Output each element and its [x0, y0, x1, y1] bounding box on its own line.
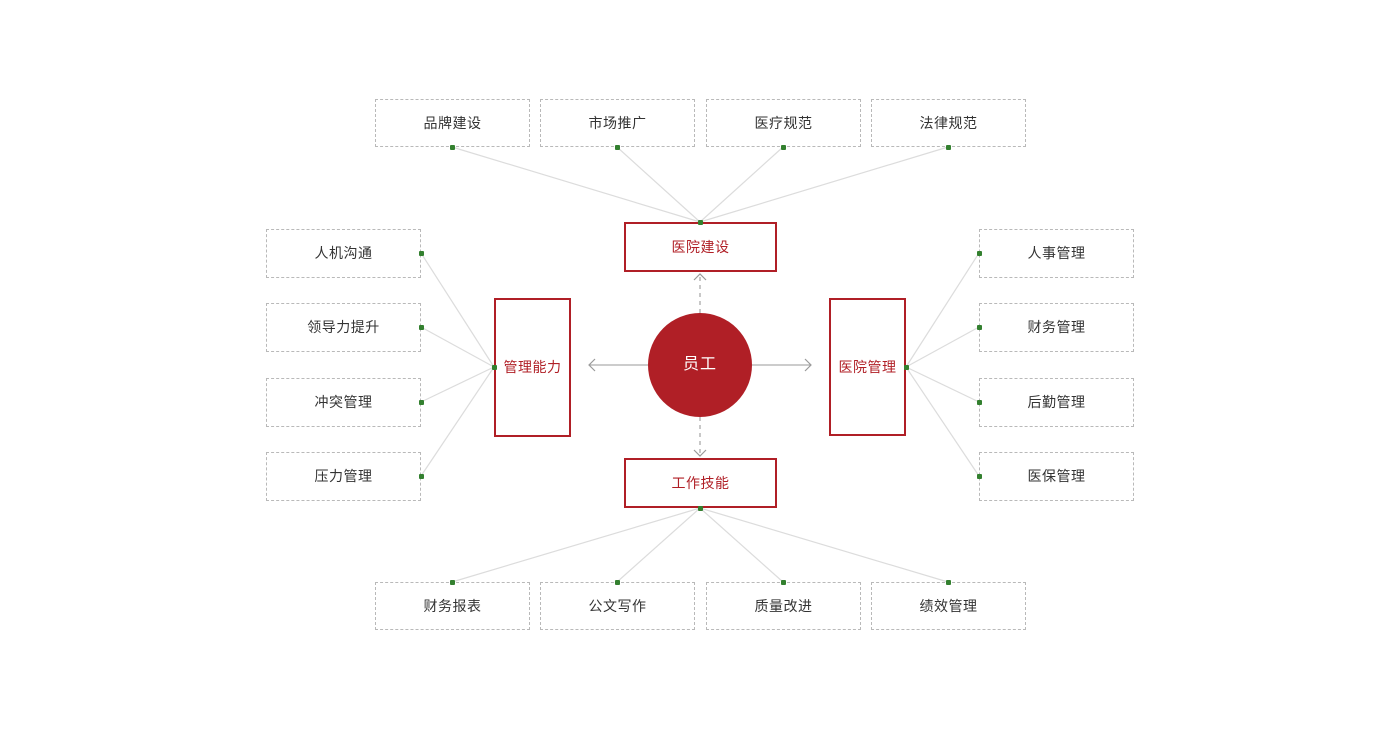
- leaf-market-promotion-label: 市场推广: [588, 114, 647, 131]
- branch-hospital-management[interactable]: 医院管理: [829, 298, 906, 436]
- leaf-conflict-management-anchor-dot: [418, 399, 424, 405]
- branch-work-skills-label: 工作技能: [671, 474, 730, 491]
- connector-line: [905, 366, 980, 403]
- leaf-human-machine-communication-label: 人机沟通: [314, 245, 373, 262]
- branch-hospital-construction-anchor-dot: [697, 219, 703, 225]
- connector-line: [420, 252, 495, 368]
- hub-node-label: 员工: [682, 356, 717, 374]
- leaf-performance-management-anchor-dot: [945, 579, 951, 585]
- leaf-official-document-writing-label: 公文写作: [588, 597, 647, 614]
- arrow-head: [588, 358, 596, 372]
- leaf-personnel-management[interactable]: 人事管理: [979, 229, 1134, 278]
- leaf-quality-improvement-anchor-dot: [780, 579, 786, 585]
- leaf-logistics-management-anchor-dot: [976, 399, 982, 405]
- leaf-personnel-management-label: 人事管理: [1027, 245, 1086, 262]
- leaf-quality-improvement[interactable]: 质量改进: [706, 582, 861, 630]
- leaf-brand-building[interactable]: 品牌建设: [375, 99, 530, 147]
- arrow-head: [693, 449, 707, 457]
- connector-line: [699, 146, 784, 223]
- leaf-medical-standards-label: 医疗规范: [754, 114, 813, 131]
- branch-management-ability[interactable]: 管理能力: [494, 298, 571, 437]
- leaf-legal-standards-label: 法律规范: [919, 114, 978, 131]
- connector-line: [616, 507, 701, 583]
- leaf-market-promotion-anchor-dot: [614, 144, 620, 150]
- hub-node-employee[interactable]: 员工: [648, 313, 752, 417]
- leaf-brand-building-anchor-dot: [449, 144, 455, 150]
- leaf-conflict-management-label: 冲突管理: [314, 394, 373, 411]
- connector-line: [451, 507, 701, 583]
- leaf-legal-standards[interactable]: 法律规范: [871, 99, 1026, 147]
- leaf-leadership-improvement-anchor-dot: [418, 324, 424, 330]
- leaf-medical-insurance-management-anchor-dot: [976, 473, 982, 479]
- branch-management-ability-anchor-dot: [491, 364, 497, 370]
- leaf-finance-management-anchor-dot: [976, 324, 982, 330]
- connector-line: [420, 366, 495, 403]
- connector-line: [699, 507, 784, 583]
- arrow-head: [804, 358, 812, 372]
- leaf-financial-statements-label: 财务报表: [423, 597, 482, 614]
- leaf-quality-improvement-label: 质量改进: [754, 597, 813, 614]
- leaf-finance-management-label: 财务管理: [1027, 319, 1086, 336]
- leaf-financial-statements-anchor-dot: [449, 579, 455, 585]
- leaf-conflict-management[interactable]: 冲突管理: [266, 378, 421, 427]
- leaf-brand-building-label: 品牌建设: [423, 114, 482, 131]
- leaf-stress-management-anchor-dot: [418, 473, 424, 479]
- leaf-stress-management-label: 压力管理: [314, 468, 373, 485]
- leaf-financial-statements[interactable]: 财务报表: [375, 582, 530, 630]
- leaf-medical-insurance-management[interactable]: 医保管理: [979, 452, 1134, 501]
- connector-line: [699, 146, 949, 223]
- leaf-performance-management[interactable]: 绩效管理: [871, 582, 1026, 630]
- branch-hospital-construction-label: 医院建设: [671, 238, 730, 255]
- leaf-stress-management[interactable]: 压力管理: [266, 452, 421, 501]
- leaf-logistics-management-label: 后勤管理: [1027, 394, 1086, 411]
- branch-hospital-construction[interactable]: 医院建设: [624, 222, 777, 272]
- connector-line: [905, 252, 980, 368]
- leaf-leadership-improvement-label: 领导力提升: [307, 319, 380, 336]
- connector-line: [905, 326, 980, 368]
- leaf-logistics-management[interactable]: 后勤管理: [979, 378, 1134, 427]
- connector-line: [420, 366, 495, 477]
- leaf-official-document-writing[interactable]: 公文写作: [540, 582, 695, 630]
- leaf-finance-management[interactable]: 财务管理: [979, 303, 1134, 352]
- branch-work-skills-anchor-dot: [697, 505, 703, 511]
- branch-hospital-management-label: 医院管理: [838, 358, 897, 375]
- leaf-official-document-writing-anchor-dot: [614, 579, 620, 585]
- leaf-performance-management-label: 绩效管理: [919, 597, 978, 614]
- leaf-medical-standards-anchor-dot: [780, 144, 786, 150]
- branch-hospital-management-anchor-dot: [903, 364, 909, 370]
- leaf-legal-standards-anchor-dot: [945, 144, 951, 150]
- leaf-leadership-improvement[interactable]: 领导力提升: [266, 303, 421, 352]
- leaf-market-promotion[interactable]: 市场推广: [540, 99, 695, 147]
- connector-line: [451, 146, 701, 223]
- leaf-human-machine-communication-anchor-dot: [418, 250, 424, 256]
- leaf-medical-insurance-management-label: 医保管理: [1027, 468, 1086, 485]
- arrow-head: [693, 273, 707, 281]
- connector-line: [905, 366, 980, 477]
- leaf-medical-standards[interactable]: 医疗规范: [706, 99, 861, 147]
- connector-line: [699, 507, 949, 583]
- leaf-human-machine-communication[interactable]: 人机沟通: [266, 229, 421, 278]
- branch-management-ability-label: 管理能力: [503, 359, 562, 376]
- connector-line: [420, 326, 495, 368]
- branch-work-skills[interactable]: 工作技能: [624, 458, 777, 508]
- leaf-personnel-management-anchor-dot: [976, 250, 982, 256]
- connector-line: [616, 146, 701, 223]
